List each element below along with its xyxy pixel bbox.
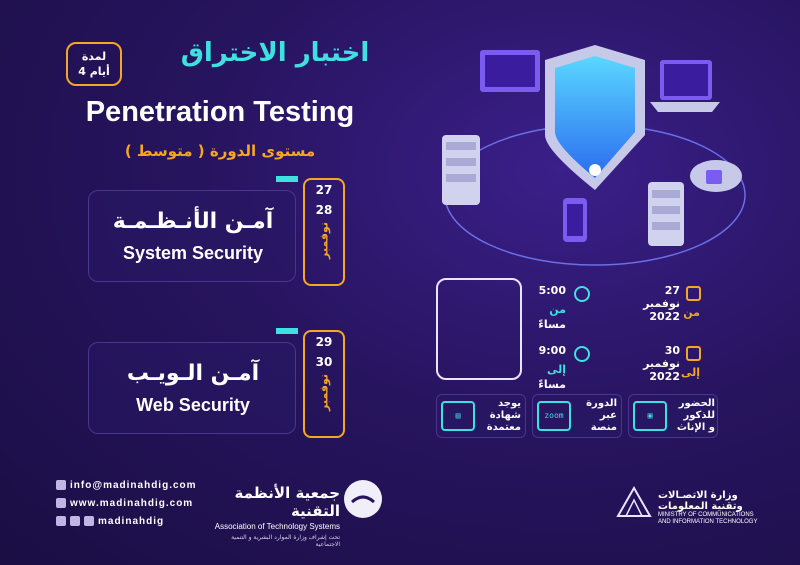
course-dates-2: 29 30 نوفمبر [303,330,345,438]
feature-text: الحضور للذكور و الإناث [676,398,715,433]
clock-icon [574,346,590,362]
course-name-en: System Security [122,243,264,263]
date-from-year: 2022 [649,310,680,323]
twitter-icon [84,516,94,527]
date-to-month: نوفمبر [643,357,680,370]
contact-social[interactable]: madinahdig [56,516,164,527]
time-to-period: مساءً [538,378,566,391]
card-accent-2 [276,328,298,334]
course-name-en: Web Security [136,395,250,415]
date-from-label: من [683,306,700,319]
course-month: نوفمبر [317,222,331,259]
calendar-icon [686,346,701,361]
course-dates-1: 27 28 نوفمبر [303,178,345,286]
feature-text: يوجد شهادة معتمدة [486,398,521,433]
course-day-end: 30 [315,355,333,369]
course-card-system-security: آمـن الأنـظـمـة System Security [88,190,296,282]
contact-email[interactable]: info@madinahdig.com [56,480,197,491]
clock-icon [574,286,590,302]
ministry-name-ar-1: وزارة الاتصـالات [658,490,738,501]
course-month: نوفمبر [317,374,331,411]
date-from-day: 27 [664,284,680,297]
duration-label: لمدة [81,50,107,63]
date-from: 27 نوفمبر 2022 [640,284,680,323]
ministry-name-ar-2: وتقنية المعلومات [658,501,743,512]
title-english: Penetration Testing [85,96,355,128]
date-from-month: نوفمبر [643,297,680,310]
card-accent-1 [276,176,298,182]
time-from: 5:00 من مساءً [536,284,566,331]
ministry-logo [616,485,652,517]
course-card-web-security: آمـن الـويـب Web Security [88,342,296,434]
time-to-value: 9:00 [538,344,566,357]
date-to-label: إلى [680,366,700,379]
duration-badge: لمدة 4 أيام [66,42,122,86]
email-icon [56,480,66,491]
course-name-ar: آمـن الـويـب [126,361,260,386]
course-day-end: 28 [315,203,333,217]
server-icon-left [442,135,480,205]
zoom-icon: zoom [537,401,571,431]
duration-value: 4 أيام [78,65,110,78]
attendance-icon: ▣ [633,401,667,431]
ministry-name-en-2: AND INFORMATION TECHNOLOGY [658,519,758,525]
course-level: مستوى الدورة ( متوسط ) [124,142,316,160]
phone-icon [563,198,587,242]
course-name-ar: آمـن الأنـظـمـة [112,209,274,234]
facebook-icon [70,516,80,527]
organization-logo [344,480,382,518]
feature-zoom: zoom الدورة عبر منصة [532,394,622,438]
organization-info: جمعية الأنظمة التقنية Association of Tec… [212,484,340,548]
monitor-icon [480,50,540,92]
laptop-icon [650,60,720,112]
date-to-year: 2022 [649,370,680,383]
time-to: 9:00 إلى مساءً [536,344,566,391]
contact-website[interactable]: www.madinahdig.com [56,498,193,509]
server-icon-right [648,182,684,246]
date-to-day: 30 [664,344,680,357]
globe-icon [56,498,66,509]
title-arabic: اختبار الاختراق [180,38,370,68]
security-illustration [442,45,746,266]
feature-text: الدورة عبر منصة [586,398,617,433]
ministry-info: وزارة الاتصـالات وتقنية المعلومات MINIST… [658,490,770,526]
calendar-icon [686,286,701,301]
feature-certificate: ▤ يوجد شهادة معتمدة [436,394,526,438]
org-name-en: Association of Technology Systems [214,522,340,531]
time-from-label: من [549,303,566,316]
ministry-name-en-1: MINISTRY OF COMMUNICATIONS [658,512,754,518]
schedule-frame [436,278,522,380]
date-to: 30 نوفمبر 2022 [640,344,680,383]
time-to-label: إلى [546,363,566,376]
certificate-icon: ▤ [441,401,475,431]
instagram-icon [56,516,66,527]
course-day-start: 27 [315,183,333,197]
time-from-value: 5:00 [538,284,566,297]
course-day-start: 29 [315,335,333,349]
feature-attendance: ▣ الحضور للذكور و الإناث [628,394,718,438]
time-from-period: مساءً [538,318,566,331]
cloud-lock-icon [690,160,742,192]
org-name-ar: جمعية الأنظمة التقنية [234,484,340,520]
org-supervision: تحت إشراف وزارة الموارد البشرية و التنمي… [231,534,340,548]
